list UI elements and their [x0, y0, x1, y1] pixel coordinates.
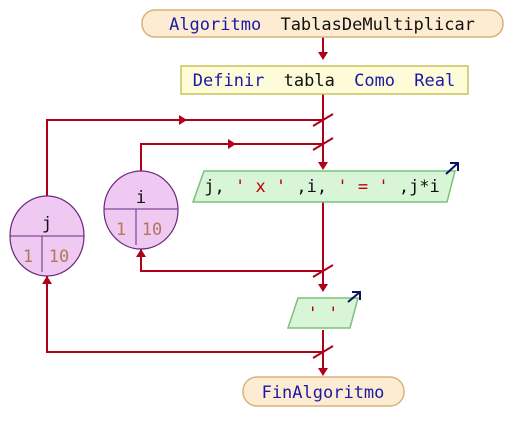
inner-loop-variable: i: [136, 188, 146, 208]
svg-text:j, ' x ' ,i,: j, ' x ' ,i, ' = ' ,j*i: [204, 177, 440, 197]
define-type: Real: [414, 71, 455, 91]
write-output-1[interactable]: j, ' x ' ,i, ' = ' ,j*i: [191, 162, 459, 203]
outer-loop-node[interactable]: j 1 10: [9, 195, 85, 277]
write2-text: ' ': [308, 304, 339, 324]
outer-loop-variable: j: [42, 214, 52, 234]
define-keyword: Definir: [193, 71, 265, 91]
outer-loop-from: 1: [23, 247, 33, 267]
write-output-2[interactable]: ' ': [286, 291, 361, 329]
flow-arrowheads: [42, 52, 328, 376]
write1-part2: ' x ': [235, 177, 286, 197]
start-keyword: Algoritmo: [169, 15, 261, 35]
output-arrow-icon: [347, 291, 361, 303]
define-variable: tabla: [284, 71, 335, 91]
end-keyword: FinAlgoritmo: [262, 383, 385, 403]
flow-lines: [46, 37, 334, 374]
output-arrow-icon: [445, 162, 459, 175]
algorithm-name: TablasDeMultiplicar: [280, 15, 474, 35]
inner-loop-from: 1: [116, 220, 126, 240]
define-process[interactable]: Definir tabla Como Real: [180, 65, 469, 95]
end-terminal[interactable]: FinAlgoritmo: [242, 376, 405, 407]
svg-text:Algoritmo TablasDeMultip: Algoritmo TablasDeMultiplicar: [169, 15, 475, 35]
svg-text:Definir tabla Como: Definir tabla Como Real: [193, 71, 456, 91]
define-como-keyword: Como: [354, 71, 395, 91]
inner-loop-node[interactable]: i 1 10: [103, 170, 179, 250]
inner-loop-to: 10: [142, 220, 162, 240]
write1-part4: ' = ': [337, 177, 388, 197]
write1-part3: ,i,: [296, 177, 327, 197]
write1-part1: j,: [204, 177, 224, 197]
outer-loop-to: 10: [49, 247, 69, 267]
start-terminal[interactable]: Algoritmo TablasDeMultiplicar: [141, 9, 504, 38]
write1-part5: ,j*i: [399, 177, 440, 197]
